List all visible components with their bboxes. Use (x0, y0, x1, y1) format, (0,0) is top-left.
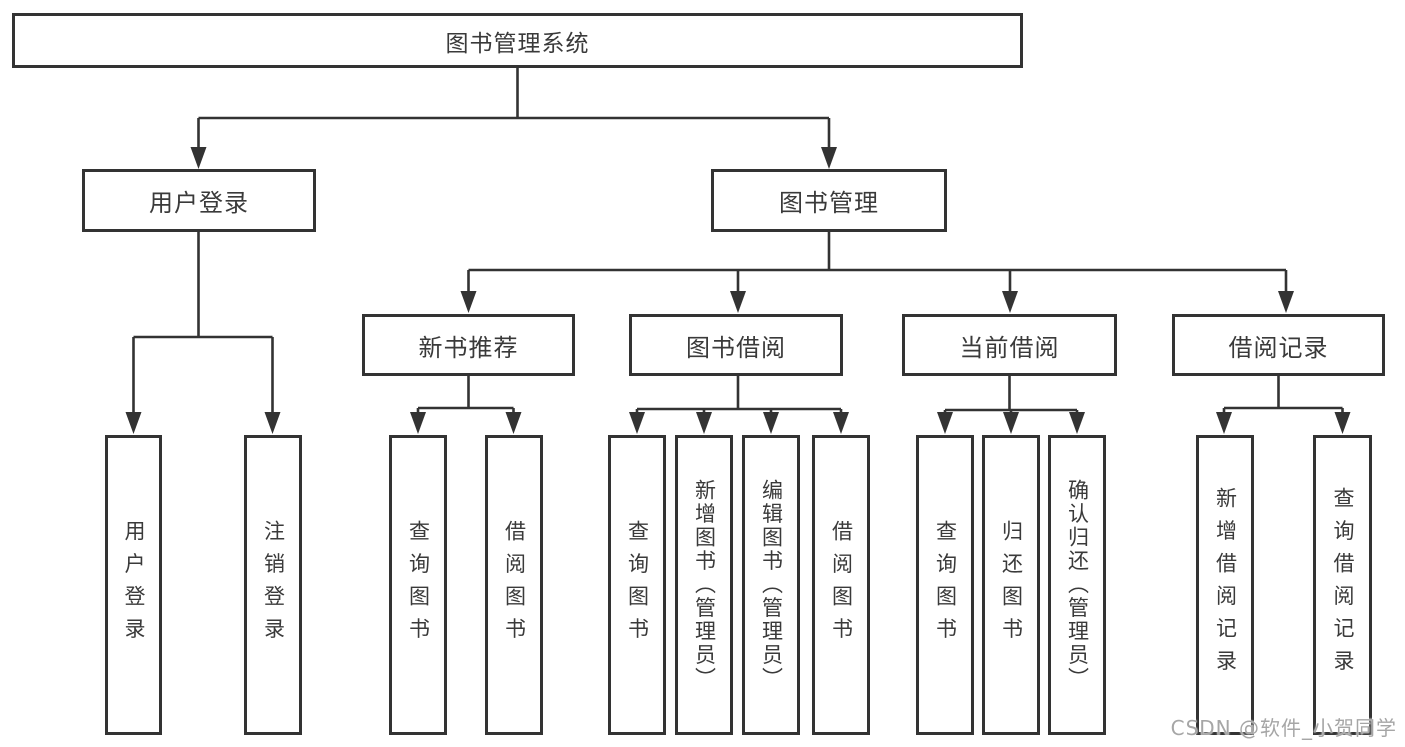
leaf-label: 查询图书 (933, 519, 958, 651)
leaf-label: 注销登录 (261, 519, 286, 651)
node-label: 图书管理系统 (445, 30, 590, 57)
node-label: 图书管理 (779, 189, 879, 217)
node-label: 用户登录 (149, 189, 249, 217)
leaf-label: 归还图书 (999, 519, 1024, 651)
leaf-label: 确认归还（管理员） (1065, 479, 1090, 691)
leaf-label: 用户登录 (122, 519, 146, 651)
node-current-borrowing: 当前借阅 (902, 314, 1117, 376)
node-label: 借阅记录 (1228, 333, 1329, 362)
node-borrowing-records: 借阅记录 (1172, 314, 1385, 376)
node-library-management-system: 图书管理系统 (12, 13, 1023, 68)
leaf-label: 借阅图书 (829, 519, 854, 651)
leaf-confirm-return-admin: 确认归还（管理员） (1048, 435, 1106, 735)
node-label: 图书借阅 (686, 333, 786, 362)
leaf-query-books-2: 查询图书 (608, 435, 666, 735)
leaf-query-borrow-record: 查询借阅记录 (1313, 435, 1372, 735)
leaf-borrow-books-1: 借阅图书 (485, 435, 543, 735)
leaf-label: 查询借阅记录 (1331, 487, 1355, 683)
leaf-add-books-admin: 新增图书（管理员） (675, 435, 733, 735)
leaf-add-borrow-record: 新增借阅记录 (1196, 435, 1254, 735)
leaf-label: 借阅图书 (502, 519, 527, 651)
leaf-label: 新增图书（管理员） (692, 479, 717, 691)
leaf-return-books: 归还图书 (982, 435, 1040, 735)
arrowheads (125, 147, 1351, 434)
leaf-query-books-3: 查询图书 (916, 435, 974, 735)
node-book-borrowing: 图书借阅 (629, 314, 843, 376)
leaf-label: 编辑图书（管理员） (759, 479, 784, 691)
leaf-label: 查询图书 (625, 519, 650, 651)
csdn-watermark: CSDN @软件_小贺同学 (1170, 716, 1397, 740)
node-label: 当前借阅 (959, 333, 1060, 362)
leaf-label: 新增借阅记录 (1213, 487, 1238, 683)
leaf-query-books-1: 查询图书 (389, 435, 447, 735)
node-user-login-branch: 用户登录 (82, 169, 316, 232)
leaf-edit-books-admin: 编辑图书（管理员） (742, 435, 800, 735)
leaf-user-login: 用户登录 (105, 435, 162, 735)
leaf-borrow-books-2: 借阅图书 (812, 435, 870, 735)
leaf-logout: 注销登录 (244, 435, 302, 735)
node-new-book-recommendation: 新书推荐 (362, 314, 575, 376)
node-label: 新书推荐 (418, 333, 519, 362)
leaf-label: 查询图书 (406, 519, 431, 651)
node-book-management-branch: 图书管理 (711, 169, 947, 232)
